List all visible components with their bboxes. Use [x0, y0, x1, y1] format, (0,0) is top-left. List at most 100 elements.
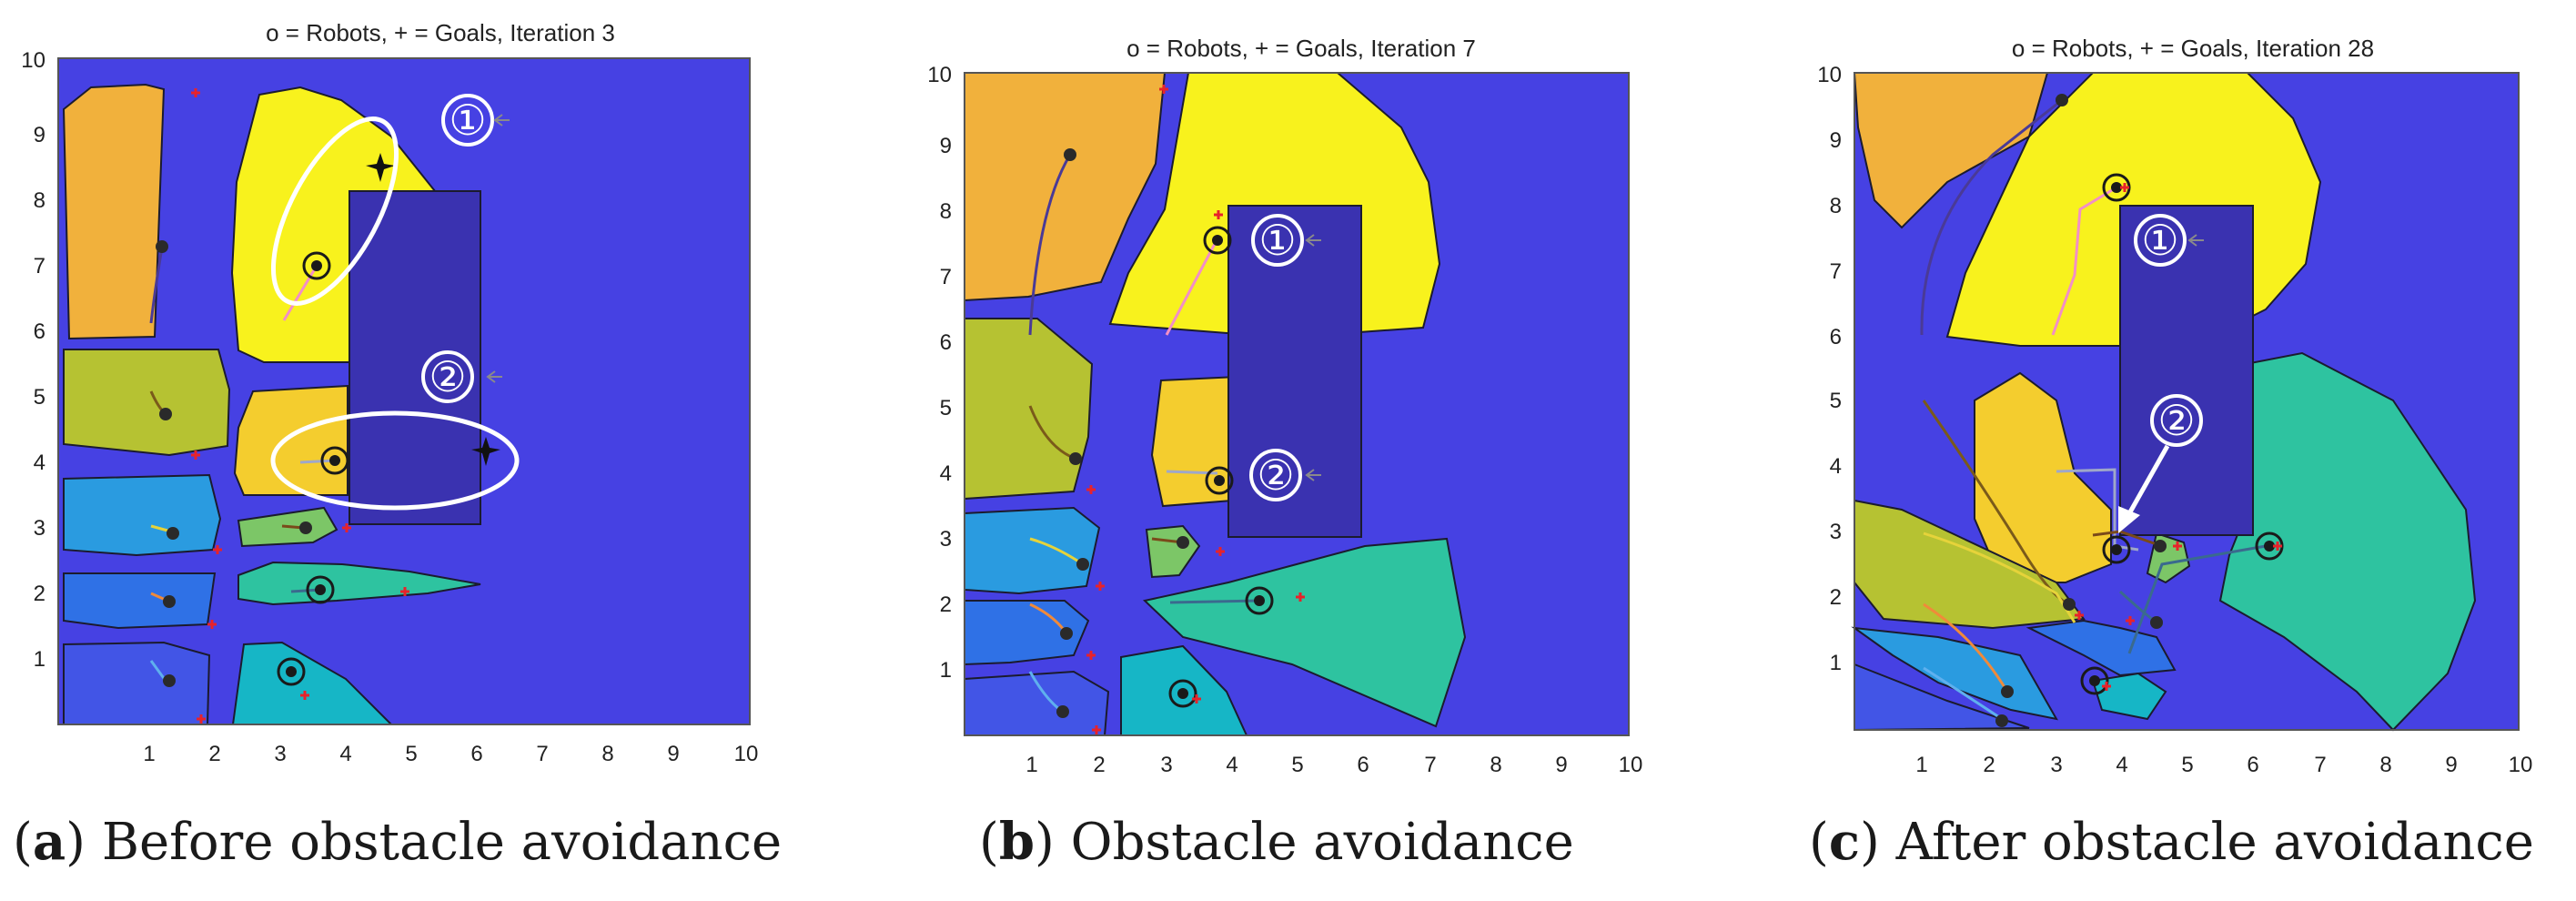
x-tick-label: 2 — [1983, 753, 1995, 777]
goals — [191, 88, 409, 724]
robot — [2056, 94, 2068, 106]
goal-marker — [342, 523, 351, 532]
caption-text: Before obstacle avoidance — [101, 813, 783, 872]
x-tick-label: 4 — [2116, 753, 2127, 777]
x-tick-label: 7 — [536, 742, 548, 766]
robot — [1203, 226, 1232, 255]
trajectory — [1923, 666, 2003, 721]
x-tick-label: 5 — [405, 742, 417, 766]
goal-marker — [2273, 542, 2282, 551]
caption-letter: a — [32, 812, 66, 872]
robot — [1995, 714, 2008, 727]
goal-marker — [197, 714, 206, 724]
callout-2-badge — [421, 350, 474, 403]
goal-marker — [1296, 592, 1305, 602]
goal-marker — [207, 620, 217, 629]
robot-centers — [286, 260, 340, 677]
robot — [159, 408, 172, 420]
panel-b-plot: ① ② 1 2 3 4 5 6 7 8 9 10 1 2 3 4 5 6 7 8… — [927, 63, 1642, 777]
goal-marker — [1086, 485, 1096, 494]
callout-2-label: ② — [2157, 396, 2195, 445]
goal-marker — [2173, 542, 2182, 551]
x-tick-label: 1 — [143, 742, 155, 766]
robot — [2063, 598, 2076, 611]
goal-marker — [1159, 85, 1168, 94]
star-goal — [366, 153, 395, 182]
region-olive — [1854, 499, 2086, 630]
panel-a-caption: (a) Before obstacle avoidance — [13, 812, 783, 872]
region-teal — [237, 561, 481, 606]
region-gold — [233, 384, 349, 496]
trajectory — [149, 247, 164, 324]
y-tick-label: 9 — [940, 134, 952, 158]
trajectory — [149, 660, 167, 682]
trajectory — [1920, 98, 2063, 336]
region-orange — [1853, 72, 2049, 229]
robot — [2150, 616, 2163, 629]
x-tick-label: 6 — [1357, 753, 1369, 777]
callout-2-badge — [2150, 394, 2203, 447]
region-blue — [63, 572, 217, 630]
robot — [302, 251, 331, 280]
robot-centers — [1177, 235, 1265, 699]
panel-c-caption: (c) After obstacle avoidance — [1809, 812, 2534, 872]
obstacle — [349, 190, 481, 525]
panel-c-title: o = Robots, + = Goals, Iteration 28 — [2012, 35, 2374, 62]
arrow-icon — [2125, 444, 2170, 519]
x-tick-label: 6 — [470, 742, 482, 766]
highlight-ellipse — [270, 410, 520, 511]
robot — [1168, 679, 1197, 708]
panel-a: o = Robots, + = Goals, Iteration 3 — [0, 0, 819, 901]
robots — [1056, 148, 1189, 718]
region-sky — [63, 473, 222, 557]
y-tick-label: 4 — [940, 461, 952, 486]
robot — [1069, 452, 1082, 465]
trajectory — [1923, 531, 2076, 623]
arrow-icon — [486, 370, 502, 383]
caption-text: Obstacle avoidance — [1070, 813, 1574, 872]
panel-c-plot: ① ② 1 2 3 4 5 6 7 8 9 10 1 2 3 4 5 6 7 8… — [1817, 63, 2532, 777]
highlight-ellipse — [270, 116, 399, 306]
panel-b-title: o = Robots, + = Goals, Iteration 7 — [1126, 35, 1476, 62]
robots — [1995, 94, 2167, 727]
robots — [156, 240, 312, 687]
y-tick-label: 4 — [34, 450, 45, 475]
callout-1-label: ① — [1258, 216, 1296, 265]
callout-1-label: ① — [449, 96, 486, 145]
y-tick-label: 7 — [940, 265, 952, 289]
x-tick-label: 2 — [208, 742, 220, 766]
robot — [2154, 540, 2167, 552]
x-tick-label: 5 — [2181, 753, 2193, 777]
y-tick-label: 1 — [1830, 651, 1842, 675]
robot — [163, 674, 176, 687]
y-tick-label: 1 — [940, 658, 952, 683]
goal-marker — [2120, 183, 2129, 192]
y-tick-label: 3 — [34, 516, 45, 541]
region-orange — [62, 83, 166, 340]
x-tick-label: 8 — [2379, 753, 2391, 777]
x-tick-label: 4 — [1226, 753, 1237, 777]
axes-box — [964, 72, 1630, 736]
trajectory — [2051, 186, 2117, 336]
y-tick-label: 9 — [34, 123, 45, 147]
y-tick-label: 2 — [940, 592, 952, 617]
goal-marker — [300, 691, 309, 700]
y-tick-label: 10 — [21, 48, 45, 73]
robot — [320, 446, 349, 475]
callout-1-label: ① — [2141, 216, 2178, 265]
y-tick-label: 1 — [34, 647, 45, 672]
x-tick-label: 8 — [601, 742, 613, 766]
robot — [163, 595, 176, 608]
y-tick-label: 7 — [34, 254, 45, 278]
callout-1-badge — [441, 94, 494, 147]
region-sky — [964, 506, 1101, 595]
x-tick-label: 4 — [339, 742, 351, 766]
goals — [1086, 85, 1305, 734]
y-tick-label: 9 — [1830, 128, 1842, 153]
y-tick-label: 10 — [927, 63, 952, 87]
robot — [1177, 536, 1189, 549]
y-tick-label: 6 — [34, 319, 45, 344]
y-tick-label: 5 — [1830, 389, 1842, 413]
x-tick-label: 9 — [1555, 753, 1567, 777]
goal-marker — [400, 587, 409, 596]
